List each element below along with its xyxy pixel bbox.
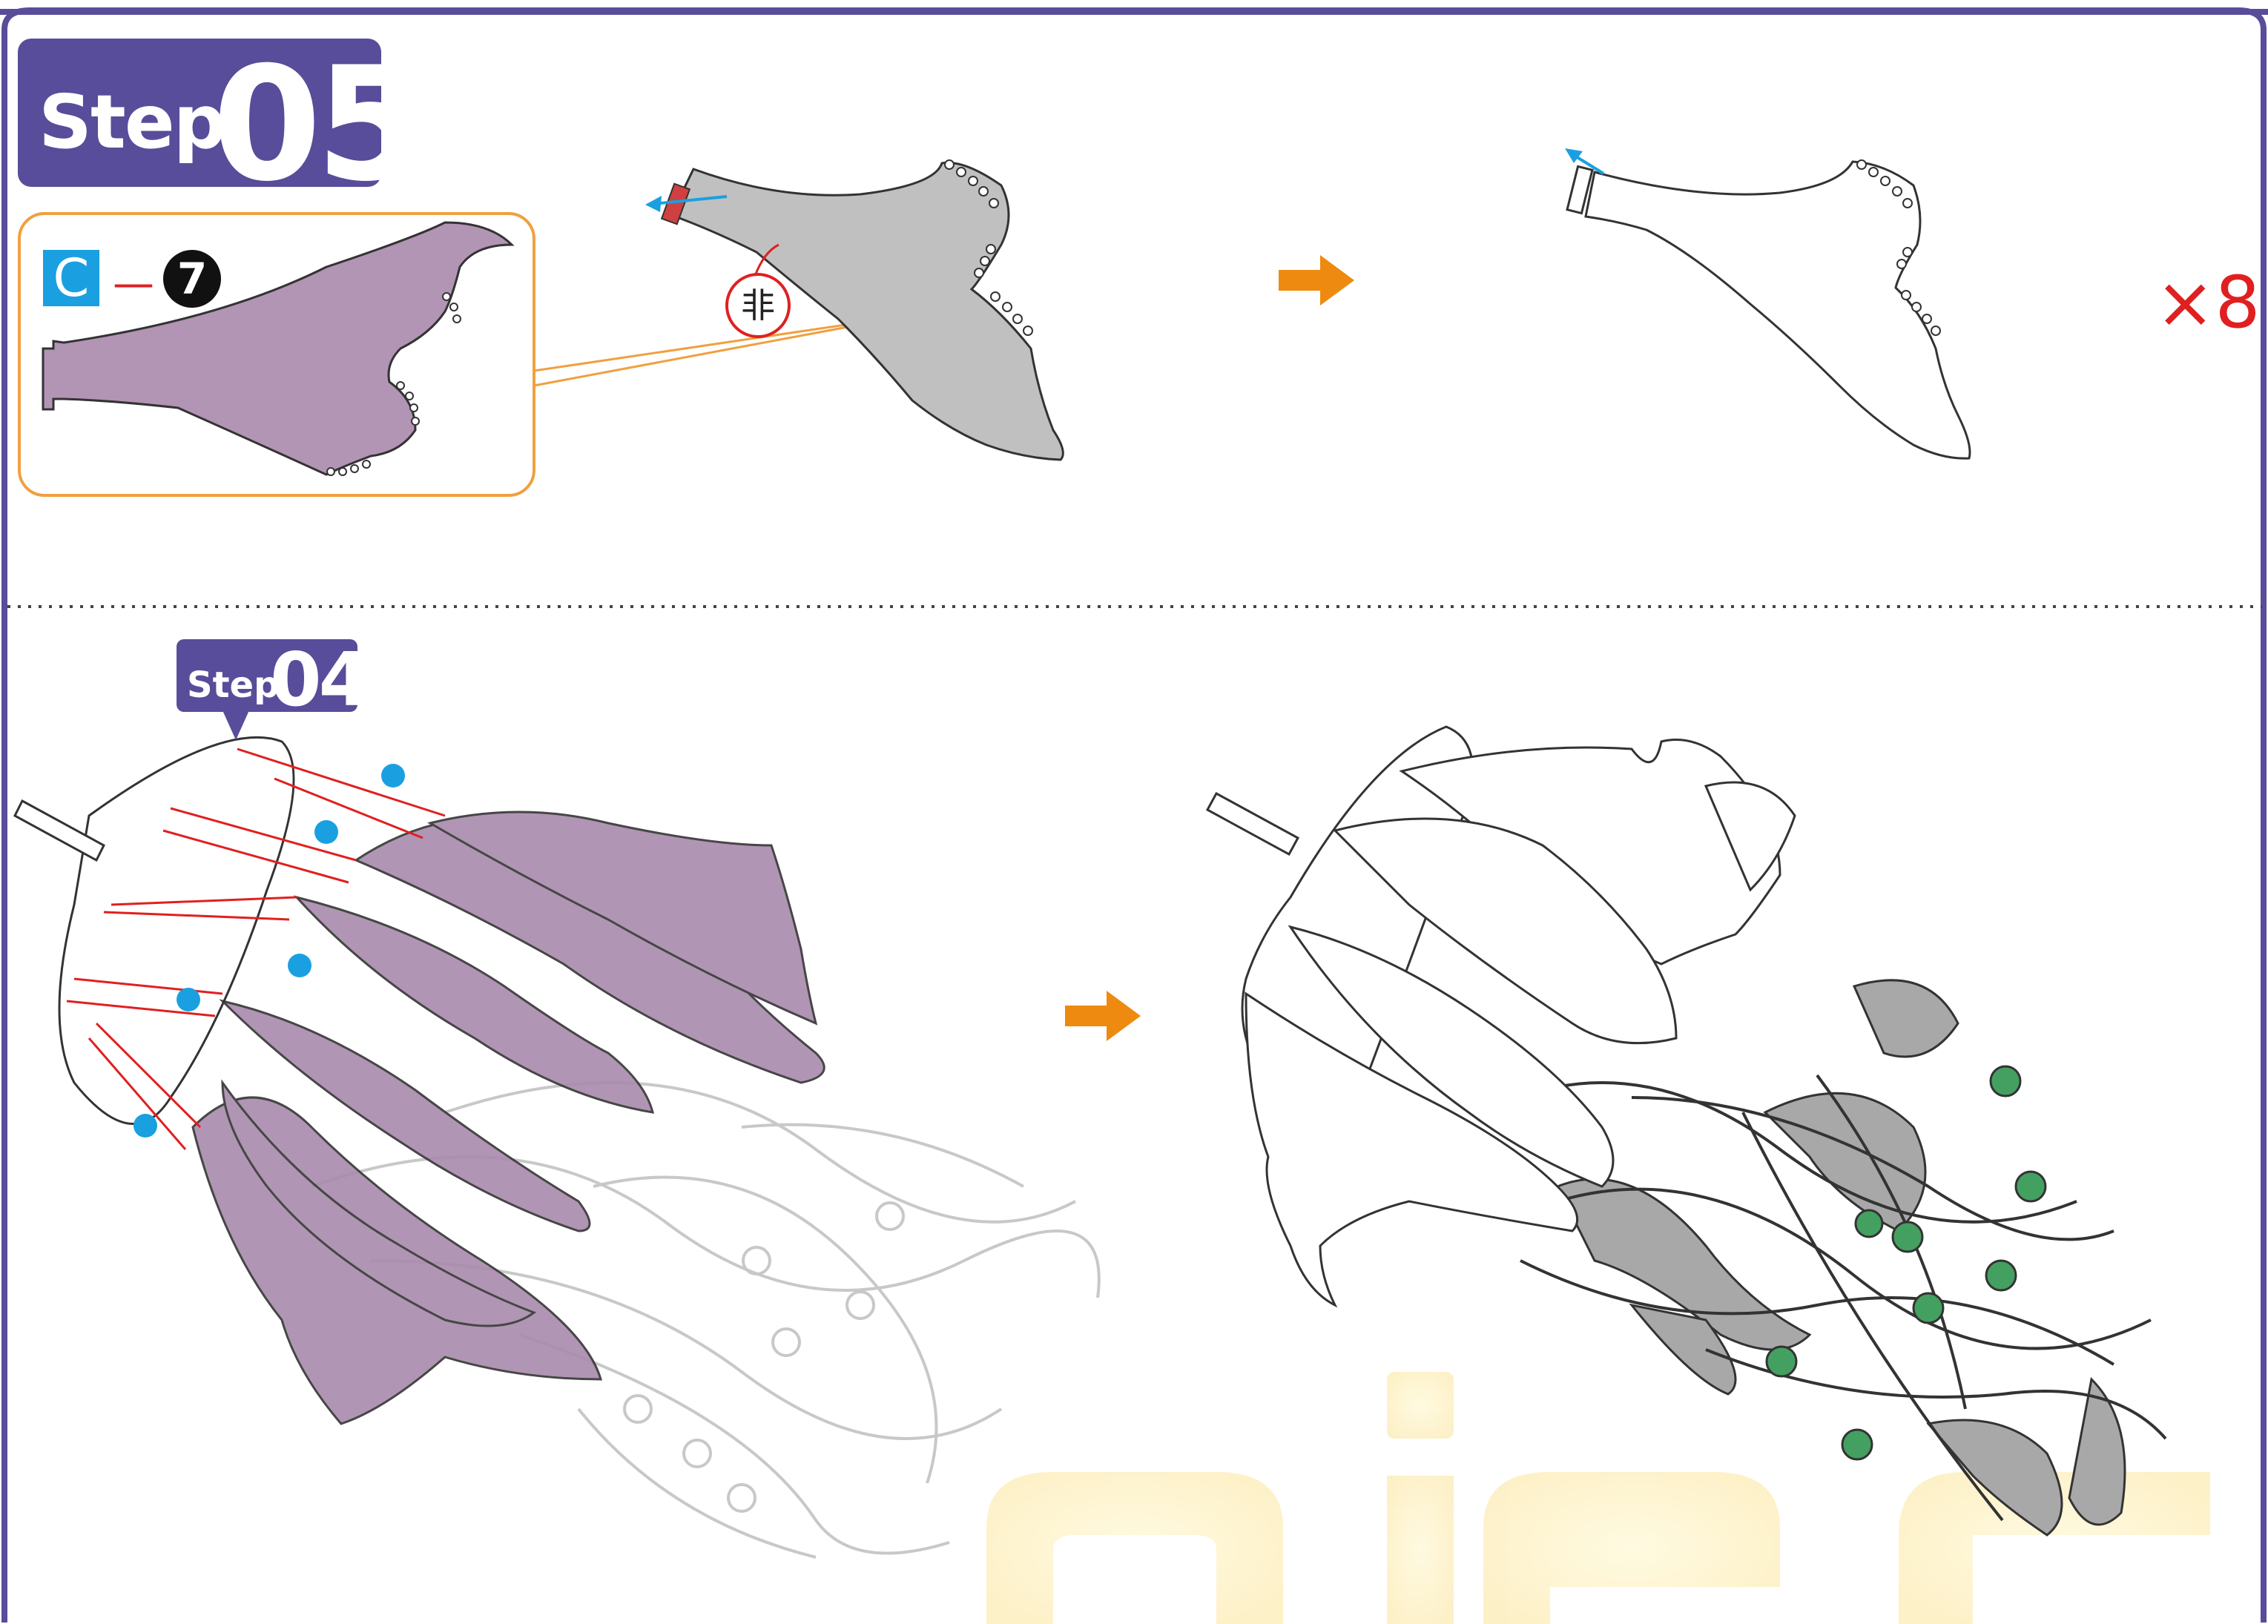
badge-pointer [222, 710, 249, 740]
outline-part-result [1584, 160, 1971, 460]
step-badge-previous: Step 04 [177, 636, 370, 723]
result-tab [1566, 165, 1594, 215]
assembly-before [13, 736, 1101, 1559]
fold-mark-leader [754, 243, 779, 277]
gray-part-scallops [944, 159, 1033, 336]
step-word: Step [39, 79, 226, 165]
watermark-logo [986, 1372, 2210, 1624]
step-word: Step [187, 664, 280, 706]
step-badge-current: Step 05 [18, 33, 425, 216]
gray-ribs [1555, 979, 2126, 1536]
part-number-badge: 7 [163, 250, 221, 308]
part-sheet-label: C [43, 250, 99, 306]
purple-part-scallops [326, 292, 461, 476]
arrow-right-icon [1065, 991, 1141, 1041]
red-insertion-arrows [66, 747, 446, 1150]
base-disc [58, 736, 295, 1126]
quantity-multiplier: ×8 [2155, 261, 2261, 344]
pull-arrow-blue [652, 195, 728, 205]
attach-dot-icon [133, 764, 405, 1138]
arrow-right-icon [1279, 255, 1354, 306]
purple-part-piece [42, 221, 515, 476]
step-number: 04 [270, 636, 370, 723]
axle [13, 799, 105, 862]
white-petals [1245, 739, 1796, 1308]
wire-skeleton [1483, 1074, 2167, 1522]
step-number: 05 [212, 33, 425, 216]
faded-skeleton [311, 1081, 1101, 1559]
part-separator: — [113, 260, 154, 308]
page-frame-border [1, 7, 2267, 1623]
gray-part-template [669, 161, 1064, 461]
finished-dots [1765, 1065, 2047, 1461]
purple-petals [191, 811, 825, 1425]
assembly-after [1205, 725, 2167, 1536]
outline-part-scallops [1856, 159, 1941, 336]
axle-right [1205, 791, 1300, 856]
fold-mark-icon: 非 [725, 273, 791, 338]
